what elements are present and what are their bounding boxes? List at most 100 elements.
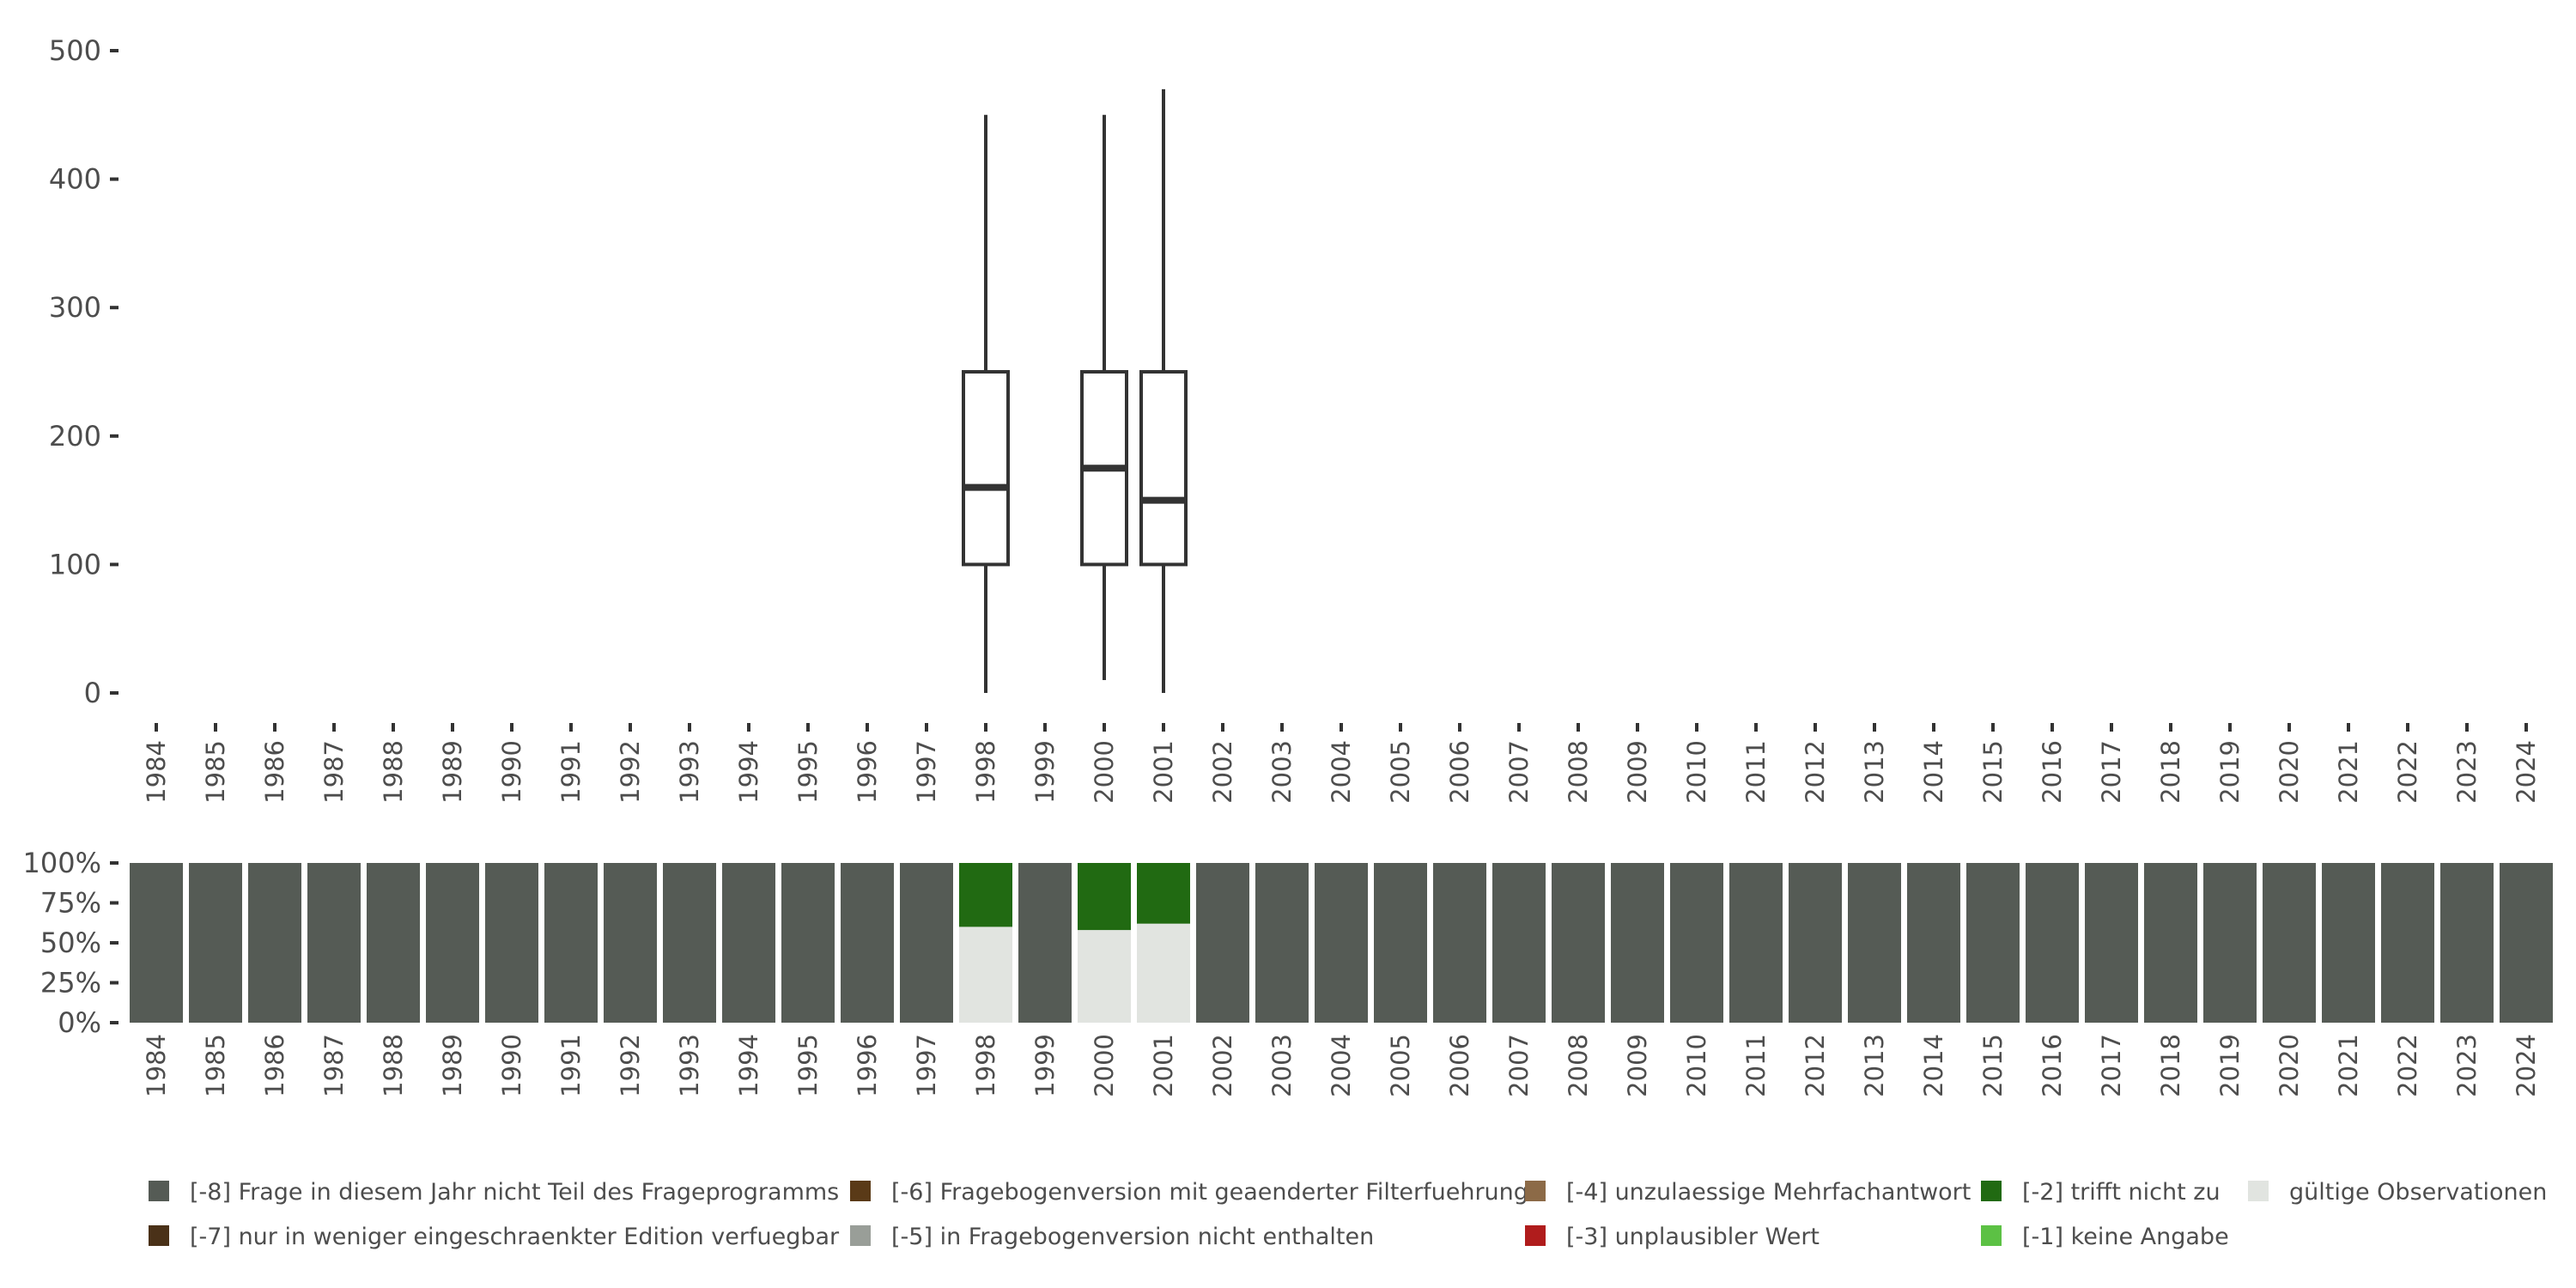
x-tick-label: 2009: [1623, 740, 1652, 804]
bar-segment-not-in-program: [1433, 863, 1486, 1023]
legend-swatch: [850, 1181, 871, 1201]
x-tick-label: 2008: [1564, 1034, 1593, 1097]
x-tick-label: 2022: [2393, 740, 2422, 804]
x-tick-label: 2017: [2097, 740, 2126, 804]
bar-segment-valid: [1078, 930, 1131, 1023]
bar-segment-not-in-program: [1374, 863, 1427, 1023]
bar-1988: [367, 863, 420, 1023]
bar-segment-not-in-program: [1492, 863, 1546, 1023]
x-tick-label: 1993: [675, 740, 704, 804]
x-tick-label: 2011: [1741, 740, 1771, 804]
bar-1985: [189, 863, 242, 1023]
x-tick-label: 2003: [1267, 1034, 1297, 1097]
bar-segment-not-in-program: [2440, 863, 2494, 1023]
y-tick-label: 50%: [40, 927, 101, 959]
legend-label: [-8] Frage in diesem Jahr nicht Teil des…: [190, 1179, 839, 1206]
bar-2002: [1196, 863, 1249, 1023]
box-1998: [962, 114, 1010, 693]
bar-segment-not-in-program: [485, 863, 538, 1023]
legend-label: [-2] trifft nicht zu: [2022, 1179, 2221, 1206]
bar-2024: [2500, 863, 2553, 1023]
legend-label: [-1] keine Angabe: [2022, 1224, 2229, 1250]
legend-label: [-5] in Fragebogenversion nicht enthalte…: [891, 1224, 1374, 1250]
bar-2017: [2085, 863, 2138, 1023]
x-tick-label: 2011: [1741, 1034, 1771, 1097]
bar-segment-not-in-program: [248, 863, 301, 1023]
y-tick-label: 300: [49, 291, 101, 324]
bar-2008: [1552, 863, 1605, 1023]
x-tick-label: 1988: [379, 740, 408, 804]
x-tick-label: 2006: [1445, 1034, 1474, 1097]
bar-1992: [604, 863, 657, 1023]
x-tick-label: 1987: [319, 740, 349, 804]
x-tick-label: 2020: [2275, 740, 2304, 804]
x-tick-label: 1997: [912, 1034, 941, 1097]
bar-segment-not-in-program: [604, 863, 657, 1023]
legend-swatch: [850, 1225, 871, 1246]
bar-2020: [2263, 863, 2316, 1023]
bar-segment-not-in-program: [1552, 863, 1605, 1023]
legend-item: [-6] Fragebogenversion mit geaenderter F…: [850, 1179, 1528, 1206]
x-tick-label: 2002: [1208, 740, 1237, 804]
bar-segment-not-in-program: [900, 863, 953, 1023]
bar-1996: [841, 863, 894, 1023]
bar-segment-not-in-program: [130, 863, 183, 1023]
x-tick-label: 1993: [675, 1034, 704, 1097]
x-tick-label: 1996: [853, 1034, 882, 1097]
x-tick-label: 2004: [1327, 1034, 1356, 1097]
x-tick-label: 1994: [734, 740, 763, 804]
bar-2001: [1137, 863, 1190, 1023]
bar-segment-not-in-program: [1611, 863, 1664, 1023]
bar-2006: [1433, 863, 1486, 1023]
bar-2003: [1255, 863, 1309, 1023]
x-tick-label: 1991: [556, 740, 586, 804]
bar-segment-trifft-nicht-zu: [1078, 863, 1131, 931]
bar-2007: [1492, 863, 1546, 1023]
bar-1986: [248, 863, 301, 1023]
x-tick-label: 2019: [2215, 1034, 2245, 1097]
x-tick-label: 2023: [2452, 1034, 2482, 1097]
bar-1991: [544, 863, 598, 1023]
x-tick-label: 1995: [793, 740, 823, 804]
legend-swatch: [149, 1225, 169, 1246]
bar-segment-not-in-program: [1196, 863, 1249, 1023]
bar-segment-not-in-program: [2203, 863, 2257, 1023]
bar-1997: [900, 863, 953, 1023]
bar-segment-not-in-program: [189, 863, 242, 1023]
x-tick-label: 2016: [2038, 740, 2067, 804]
x-tick-label: 2012: [1801, 1034, 1830, 1097]
x-tick-label: 2018: [2156, 740, 2185, 804]
box-2000: [1080, 114, 1128, 681]
bar-segment-trifft-nicht-zu: [959, 863, 1012, 927]
x-tick-label: 2014: [1919, 740, 1948, 804]
legend-item: [-4] unzulaessige Mehrfachantwort: [1525, 1179, 1971, 1206]
x-tick-label: 1992: [616, 1034, 645, 1097]
x-tick-label: 1989: [438, 1034, 467, 1097]
bar-segment-not-in-program: [2085, 863, 2138, 1023]
x-tick-label: 1997: [912, 740, 941, 804]
x-tick-label: 2015: [1978, 740, 2008, 804]
x-tick-label: 1985: [201, 1034, 230, 1097]
x-tick-label: 2003: [1267, 740, 1297, 804]
bar-2019: [2203, 863, 2257, 1023]
bar-1984: [130, 863, 183, 1023]
legend-item: gültige Observationen: [2248, 1179, 2547, 1206]
x-tick-label: 1990: [497, 740, 526, 804]
x-tick-label: 2005: [1386, 740, 1415, 804]
x-tick-label: 2007: [1504, 1034, 1534, 1097]
bar-2012: [1789, 863, 1842, 1023]
x-tick-label: 2000: [1090, 1034, 1119, 1097]
bar-segment-not-in-program: [367, 863, 420, 1023]
x-tick-label: 1989: [438, 740, 467, 804]
bar-segment-valid: [1137, 923, 1190, 1023]
legend-label: [-4] unzulaessige Mehrfachantwort: [1566, 1179, 1971, 1206]
x-tick-label: 2010: [1682, 1034, 1711, 1097]
y-tick-label: 400: [49, 163, 101, 196]
x-tick-label: 2000: [1090, 740, 1119, 804]
legend-item: [-8] Frage in diesem Jahr nicht Teil des…: [149, 1179, 839, 1206]
x-tick-label: 1988: [379, 1034, 408, 1097]
bar-segment-not-in-program: [426, 863, 479, 1023]
